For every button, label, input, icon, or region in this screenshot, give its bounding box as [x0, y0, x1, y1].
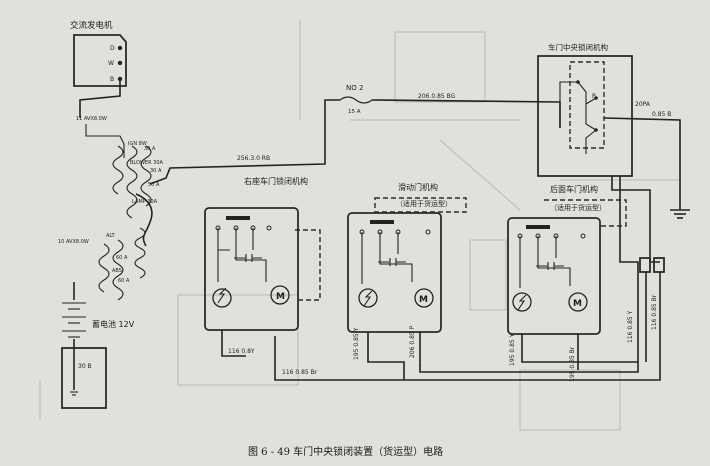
rear-door-lock: 后面车门机构 （适用于货运型） M: [507, 184, 627, 335]
background-ghost: [39, 20, 680, 431]
right-door-motor-symbol: M: [276, 292, 285, 302]
figure-caption: 图 6 - 49 车门中央锁闭装置（货运型）电路: [248, 445, 443, 458]
central-lock-title: 车门中央锁闭机构: [548, 42, 608, 52]
rear-door-lock-title: 后面车门机构: [550, 184, 598, 194]
fuse-label-6: LAMP 30A: [132, 199, 158, 205]
alternator: 交流发电机 D W B: [70, 20, 127, 87]
battery: 蓄电池 12V 30 B: [61, 282, 135, 409]
fuse-no2-title: NO 2: [346, 84, 363, 92]
fuse-no2-rating: 15 A: [348, 109, 361, 115]
wire-sd-b: 206 0.85 P: [409, 325, 416, 358]
sliding-door-lock-title: 滑动门机构: [398, 182, 438, 192]
fuse-label-4: 30 A: [150, 168, 162, 174]
wire-alt-b: 11 AVX8.0W: [76, 116, 107, 122]
wire-cl-a: 116 0.85 Y: [627, 310, 634, 343]
fuse-label-3: BLOWER 30A: [130, 160, 164, 166]
fuse-label-9: ABS: [112, 268, 122, 274]
wire-cl-b: 116 0.85 Br: [651, 294, 658, 330]
wire-feed: 256.3.0 RB: [237, 155, 270, 162]
central-lock-p-label: P: [592, 93, 596, 100]
sliding-door-motor-symbol: M: [419, 295, 428, 305]
fuse-label-10: 60 A: [118, 278, 130, 284]
battery-title: 蓄电池 12V: [92, 319, 135, 329]
sliding-door-lock-note: （适用于货运型）: [396, 199, 452, 208]
wire-sd-a: 195 0.85 Y: [353, 327, 360, 360]
alternator-pin-b: B: [110, 76, 114, 83]
wire-common: 116 0.85 Br: [282, 369, 318, 376]
fusebox-30b-label: 30 B: [78, 363, 92, 370]
rear-door-motor-symbol: M: [573, 299, 582, 309]
wire-fuse-out: 206.0.85 BG: [418, 93, 456, 100]
alternator-pin-w: W: [108, 60, 114, 67]
fuse-label-7: ALT: [106, 233, 116, 239]
fuse-label-5: 50 A: [148, 182, 160, 188]
fuse-no2: NO 2 15 A: [339, 84, 373, 115]
fusebox: IGN 8W 30 A BLOWER 30A 30 A 50 A LAMP 30…: [58, 124, 164, 301]
central-lock: 车门中央锁闭机构 P 20PA 0.85 B: [537, 42, 690, 219]
wire-rr-m: 116 0.8Y: [228, 348, 255, 355]
fuse-label-2: 30 A: [144, 146, 156, 152]
wire-rd-b: 195 0.85 Br: [569, 346, 576, 382]
alternator-pin-d: D: [110, 45, 115, 52]
central-lock-connector: 20PA: [635, 101, 651, 108]
right-door-lock: 右座车门锁闭机构 M: [204, 176, 321, 331]
central-lock-wire: 0.85 B: [652, 111, 671, 118]
rear-door-lock-note: （适用于货运型）: [550, 203, 606, 212]
fuse-label-8: 60 A: [116, 255, 128, 261]
alternator-title: 交流发电机: [70, 20, 113, 31]
fuse-label-1: IGN 8W: [128, 141, 147, 147]
right-door-lock-title: 右座车门锁闭机构: [244, 176, 308, 186]
wire-alt-v: 10 AVX8.0W: [58, 239, 89, 245]
sliding-door-lock: 滑动门机构 （适用于货运型） M: [347, 182, 467, 333]
wire-rd-a: 195 0.85 Y: [509, 333, 516, 366]
